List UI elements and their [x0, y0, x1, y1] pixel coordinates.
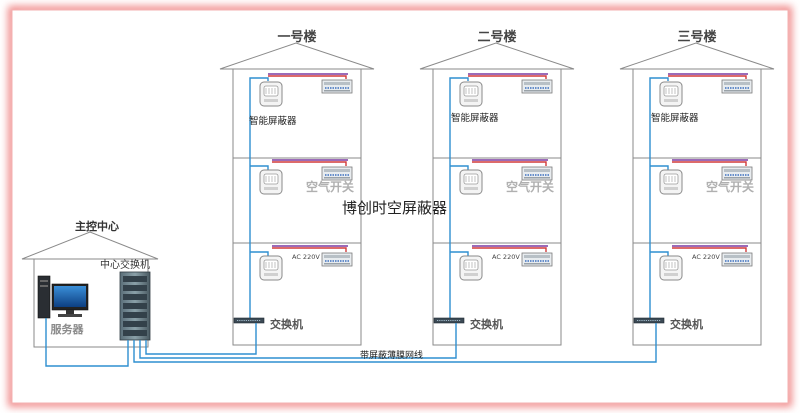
building-3-floor-2-shielder-icon: [659, 169, 683, 195]
building-2-floor-2-breaker-icon: [521, 166, 553, 181]
building-3-floor-1-breaker-icon: [721, 252, 753, 267]
building-1-floor-1-shielder-icon: [259, 255, 283, 281]
building-3: [619, 42, 775, 346]
building-3-wiring: [649, 73, 748, 320]
building-2-switch-label: 交换机: [470, 317, 503, 331]
building-2-shielder-label: 智能屏蔽器: [451, 112, 499, 124]
building-1-floor-2-shielder-icon: [259, 169, 283, 195]
building-3-floor-2-breaker-icon: [721, 166, 753, 181]
building-1-breaker-label: 空气开关: [306, 179, 354, 194]
server-label: 服务器: [51, 322, 85, 336]
building-1: [219, 42, 375, 346]
building-1-floor-2-breaker-icon: [321, 166, 353, 181]
building-3-breaker-label: 空气开关: [706, 179, 754, 194]
building-2-voltage-label: AC 220V: [492, 253, 520, 261]
building-2-breaker-label: 空气开关: [506, 179, 554, 194]
page-title: 博创时空屏蔽器: [342, 199, 447, 217]
network-cables: [45, 318, 657, 367]
building-2-floor-3-breaker-icon: [521, 79, 553, 94]
building-1-floor-3-shielder-icon: [259, 81, 283, 107]
building-3-floor-3-shielder-icon: [659, 81, 683, 107]
center-switch-rack-icon: [119, 271, 151, 341]
building-2-floor-3-shielder-icon: [459, 81, 483, 107]
building-1-voltage-label: AC 220V: [292, 253, 320, 261]
building-1-shielder-label: 智能屏蔽器: [249, 115, 297, 127]
building-1-switch-label: 交换机: [270, 317, 303, 331]
server-icon: [37, 275, 89, 319]
building-2-floor-1-breaker-icon: [521, 252, 553, 267]
building-1-name: 一号楼: [277, 29, 316, 45]
building-3-switch-label: 交换机: [670, 317, 703, 331]
center-switch-label: 中心交换机: [100, 258, 150, 271]
building-1-switch-icon: [233, 317, 265, 324]
building-2: [419, 42, 575, 346]
building-2-name: 二号楼: [477, 29, 516, 45]
building-2-switch-icon: [433, 317, 465, 324]
building-3-name: 三号楼: [677, 29, 716, 45]
building-2-floor-2-shielder-icon: [459, 169, 483, 195]
building-2-wiring: [449, 73, 548, 320]
cable-label: 带屏蔽薄膜网线: [360, 349, 423, 361]
building-1-wiring: [249, 73, 348, 320]
building-3-floor-3-breaker-icon: [721, 79, 753, 94]
building-3-switch-icon: [633, 317, 665, 324]
control-center-label: 主控中心: [75, 219, 119, 233]
building-3-voltage-label: AC 220V: [692, 253, 720, 261]
building-3-shielder-label: 智能屏蔽器: [651, 112, 699, 124]
building-1-floor-3-breaker-icon: [321, 79, 353, 94]
building-2-floor-1-shielder-icon: [459, 255, 483, 281]
building-1-floor-1-breaker-icon: [321, 252, 353, 267]
building-3-floor-1-shielder-icon: [659, 255, 683, 281]
